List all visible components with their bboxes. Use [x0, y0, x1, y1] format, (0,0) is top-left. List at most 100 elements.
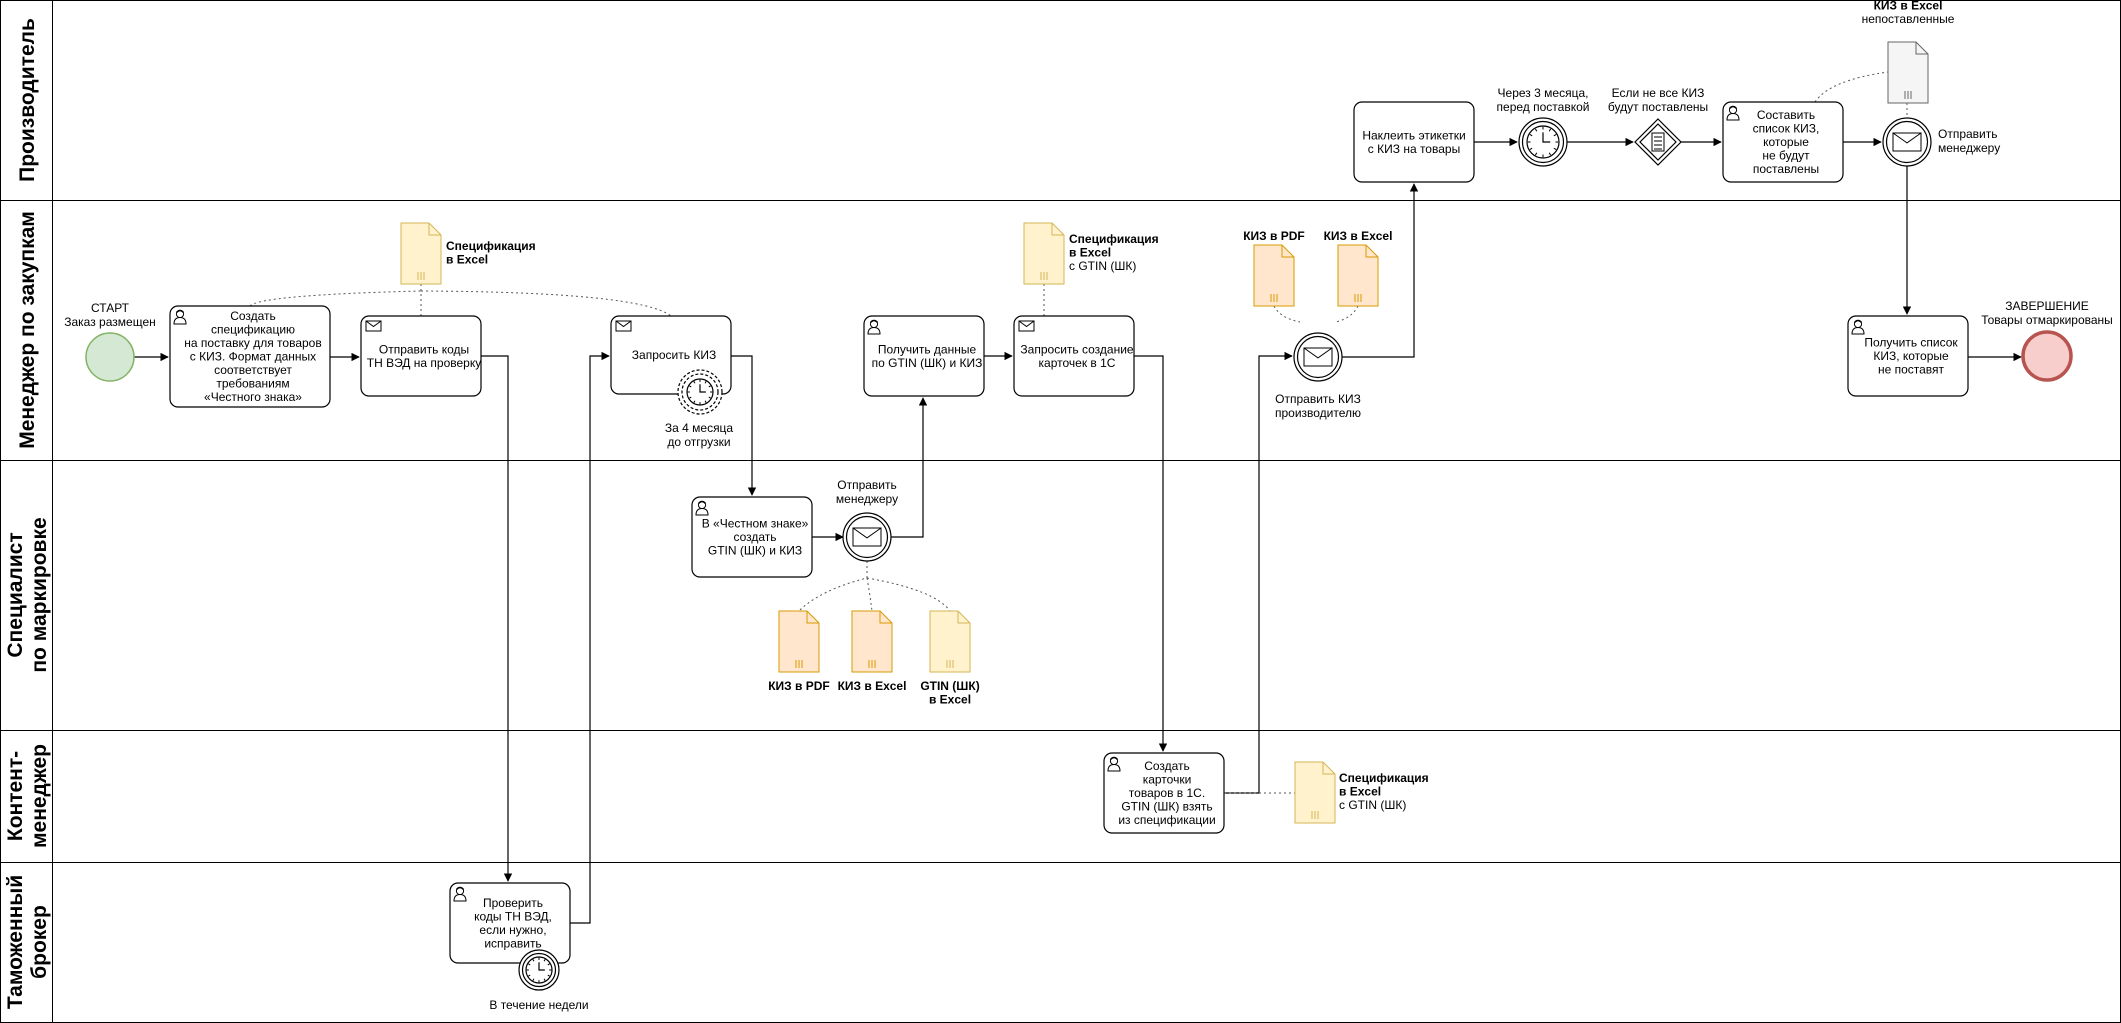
data-association [866, 577, 951, 612]
task-label-line: с КИЗ на товары [1368, 142, 1460, 156]
task-label-line: ТН ВЭД на проверку [367, 356, 481, 370]
timer-event-week: В течение недели [489, 949, 589, 1012]
lane-3: Специалистпо маркировке [0, 460, 2121, 731]
document-label-line: GTIN (ШК) [920, 679, 979, 693]
user-icon [1726, 105, 1740, 121]
document-label-line: КИЗ в Excel [1874, 0, 1943, 13]
task-label-line: GTIN (ШК) взять [1121, 800, 1212, 814]
start-label-line: СТАРТ [91, 301, 130, 315]
sequence-flow [891, 397, 928, 538]
task-box [360, 315, 482, 397]
document-icon [1887, 41, 1929, 104]
document-pdf-m: КИЗ в PDF [1243, 229, 1305, 307]
task-label-line: «Честного знака» [204, 390, 302, 404]
task-label-line: Запросить создание [1020, 342, 1133, 356]
task-box [691, 496, 813, 578]
document-label-line: с GTIN (ШК) [1069, 259, 1136, 273]
sequence-flow [1134, 355, 1168, 752]
document-gtin-s: GTIN (ШК)в Excel [920, 610, 980, 707]
lane-body [0, 862, 2121, 1023]
task-label-line: Отправить коды [379, 342, 469, 356]
task-label-line: не поставят [1878, 363, 1945, 377]
task-box [449, 882, 571, 964]
user-icon [1851, 319, 1865, 335]
task-box [1847, 315, 1969, 397]
timer-label: Через 3 месяца,перед поставкой [1497, 86, 1590, 114]
lane-label: Менеджер по закупкам [16, 211, 39, 449]
task-label-line: которые [1763, 135, 1809, 149]
envelope-icon [1303, 347, 1333, 367]
document-label-line: в Excel [1069, 246, 1111, 260]
document-icon [400, 222, 442, 285]
task-label-line: список КИЗ, [1753, 122, 1820, 136]
lane-label-line: Производитель [16, 18, 39, 182]
clock-icon [525, 956, 553, 984]
task-label-line: Создать [1144, 759, 1190, 773]
data-association [798, 561, 868, 612]
document-label-line: в Excel [1339, 785, 1381, 799]
lane-label-line: Менеджер по закупкам [16, 211, 39, 449]
document-label-line: КИЗ в Excel [1324, 229, 1393, 243]
sequence-flows [134, 137, 2022, 924]
user-icon [453, 886, 467, 902]
task-box [1013, 315, 1135, 397]
document-excel-m: КИЗ в Excel [1324, 229, 1393, 307]
document-label-line: непоставленные [1862, 12, 1955, 26]
document-label-line: Спецификация [446, 239, 536, 253]
lane-header [0, 460, 53, 731]
document-label: КИЗ в PDF [768, 679, 830, 693]
lane-label-line: Специалист [4, 532, 27, 657]
task-label-line: Получить данные [878, 342, 977, 356]
lane-header [0, 0, 53, 201]
end-circle [2021, 330, 2073, 382]
lane-5: Таможенныйброкер [0, 862, 2121, 1023]
user-icon [173, 309, 187, 325]
task-label-line: не будут [1762, 149, 1810, 163]
task-label-line: поставлены [1753, 162, 1819, 176]
data-association [420, 290, 672, 317]
task-label-line: требованиям [216, 377, 289, 391]
document-label-line: Спецификация [1339, 771, 1429, 785]
list-icon [1651, 132, 1665, 152]
lane-4: Контент-менеджер [0, 730, 2121, 863]
data-association [1814, 71, 1889, 103]
start-circle [85, 332, 135, 382]
envelope-icon [1018, 320, 1035, 332]
lane-label: Производитель [16, 18, 39, 182]
message-label-line: менеджеру [1938, 141, 2000, 155]
document-icon [778, 610, 820, 673]
envelope-icon [365, 320, 382, 332]
task-label-line: на поставку для товаров [184, 336, 321, 350]
task-label-line: карточки [1143, 773, 1192, 787]
document-label-line: в Excel [446, 253, 488, 267]
document-label-line: КИЗ в Excel [838, 679, 907, 693]
envelope-icon [615, 320, 632, 332]
document-label-line: Спецификация [1069, 232, 1159, 246]
